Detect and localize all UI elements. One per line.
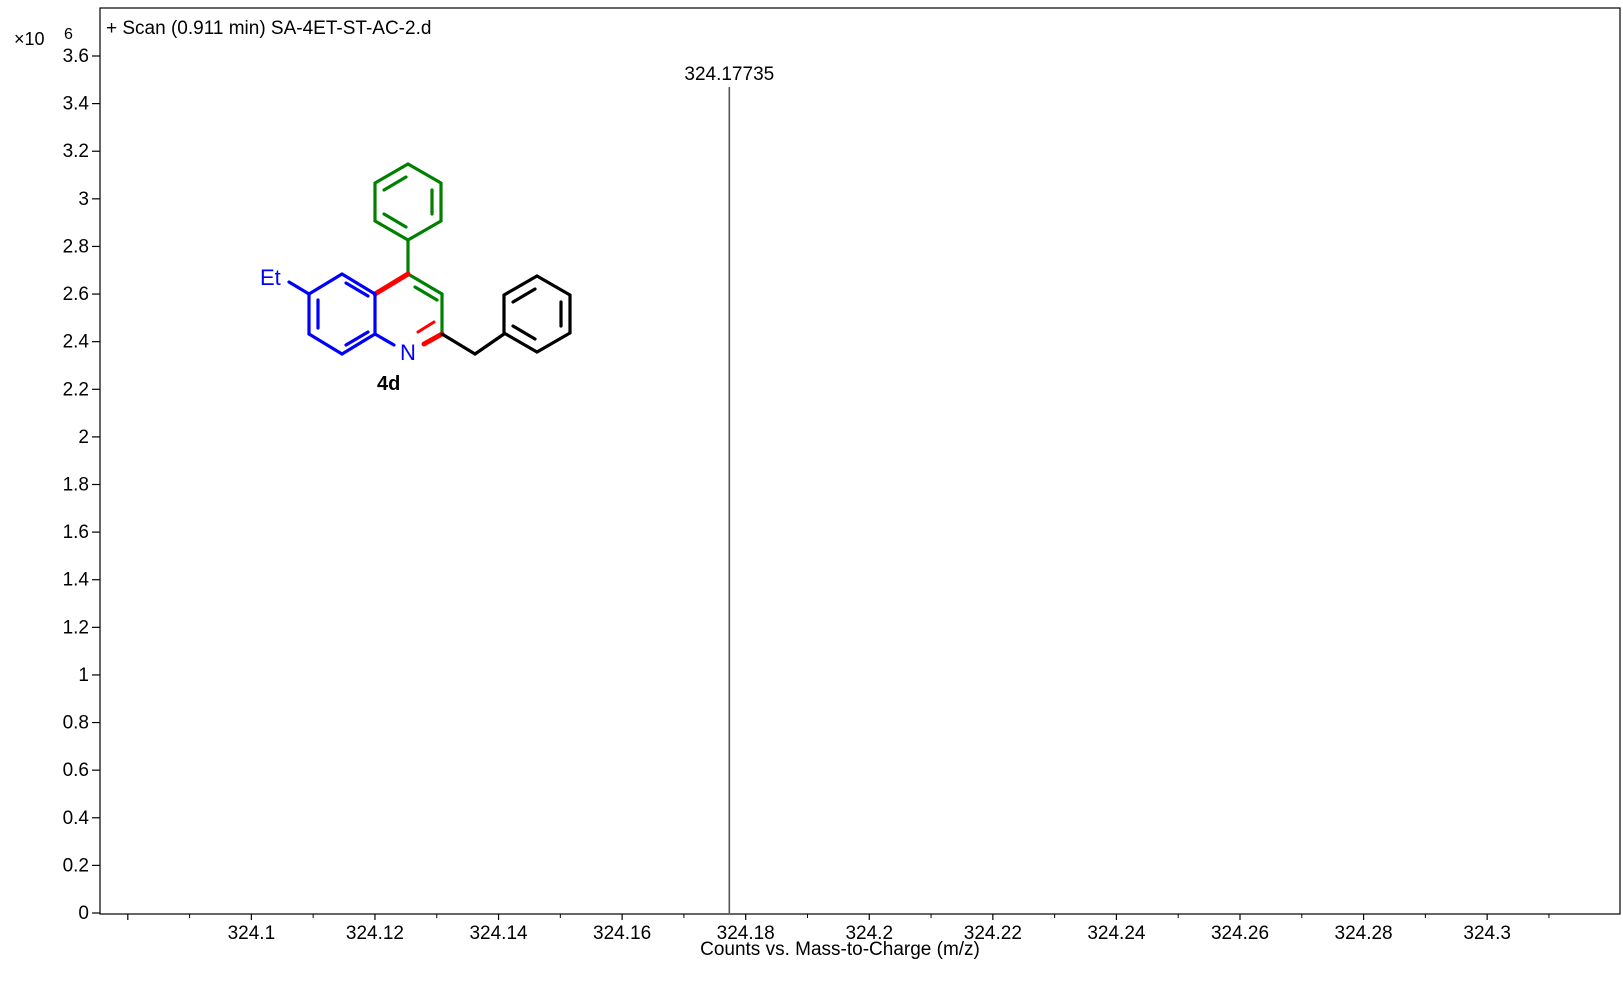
pyridine-red-bonds [372, 271, 445, 347]
chart-title: + Scan (0.911 min) SA-4ET-ST-AC-2.d [106, 18, 431, 39]
x-tick-label: 324.28 [1335, 923, 1393, 944]
y-tick-label: 3.6 [63, 46, 89, 67]
y-tick-label: 1.6 [63, 522, 89, 543]
plot-frame [99, 7, 1621, 915]
y-tick-label: 0.2 [63, 855, 89, 876]
y-axis-ticks: 0 0.2 0.4 0.6 0.8 1 1.2 1.4 1.6 1.8 2 2.2 2.4 2.6 2.8 3… [63, 46, 100, 924]
y-tick-label: 0.4 [63, 808, 90, 829]
y-tick-label: 1 [78, 665, 89, 686]
x-tick-label: 324.2 [845, 923, 893, 944]
x-tick-label: 324.16 [593, 923, 651, 944]
pyridine-red-double [416, 320, 436, 334]
y-tick-label: 3.4 [63, 94, 90, 115]
peak-label: 324.17735 [684, 64, 774, 85]
x-tick-label: 324.24 [1087, 923, 1146, 944]
y-tick-label: 1.8 [63, 475, 89, 496]
y-exponent: 6 [64, 26, 73, 43]
phenyl-ring [373, 162, 443, 276]
compound-structure-inset: Et N 4d [260, 162, 572, 395]
nitrogen-label: N [400, 340, 416, 365]
x-tick-label: 324.3 [1463, 923, 1511, 944]
y-tick-label: 3.2 [63, 141, 89, 162]
x-tick-label: 324.1 [228, 923, 276, 944]
spectrum-peaks: 324.17735 [684, 64, 774, 913]
y-multiplier: ×10 [14, 29, 45, 49]
y-tick-label: 3 [78, 189, 89, 210]
y-tick-label: 2.6 [63, 284, 89, 305]
y-tick-label: 0 [78, 903, 89, 924]
y-tick-label: 2.8 [63, 236, 89, 257]
x-tick-label: 324.14 [469, 923, 528, 944]
y-tick-label: 2.2 [63, 379, 89, 400]
y-tick-label: 0.8 [63, 713, 89, 734]
y-tick-label: 1.4 [63, 570, 90, 591]
x-tick-label: 324.12 [346, 923, 404, 944]
y-tick-label: 1.2 [63, 617, 89, 638]
x-tick-label: 324.18 [717, 923, 775, 944]
x-axis-ticks: 324.1 324.12 324.14 324.16 324.18 324.2 324.22… [127, 914, 1550, 944]
x-axis-label: Counts vs. Mass-to-Charge (m/z) [700, 939, 980, 960]
ethyl-label: Et [260, 265, 281, 290]
y-tick-label: 2 [78, 427, 89, 448]
pyridine-green-bonds [406, 272, 444, 336]
x-tick-label: 324.22 [964, 923, 1022, 944]
benzyl-group [440, 274, 572, 356]
x-tick-label: 324.26 [1211, 923, 1269, 944]
y-tick-label: 0.6 [63, 760, 89, 781]
compound-label: 4d [377, 373, 400, 395]
benzo-ring [287, 272, 396, 356]
y-tick-label: 2.4 [63, 332, 90, 353]
